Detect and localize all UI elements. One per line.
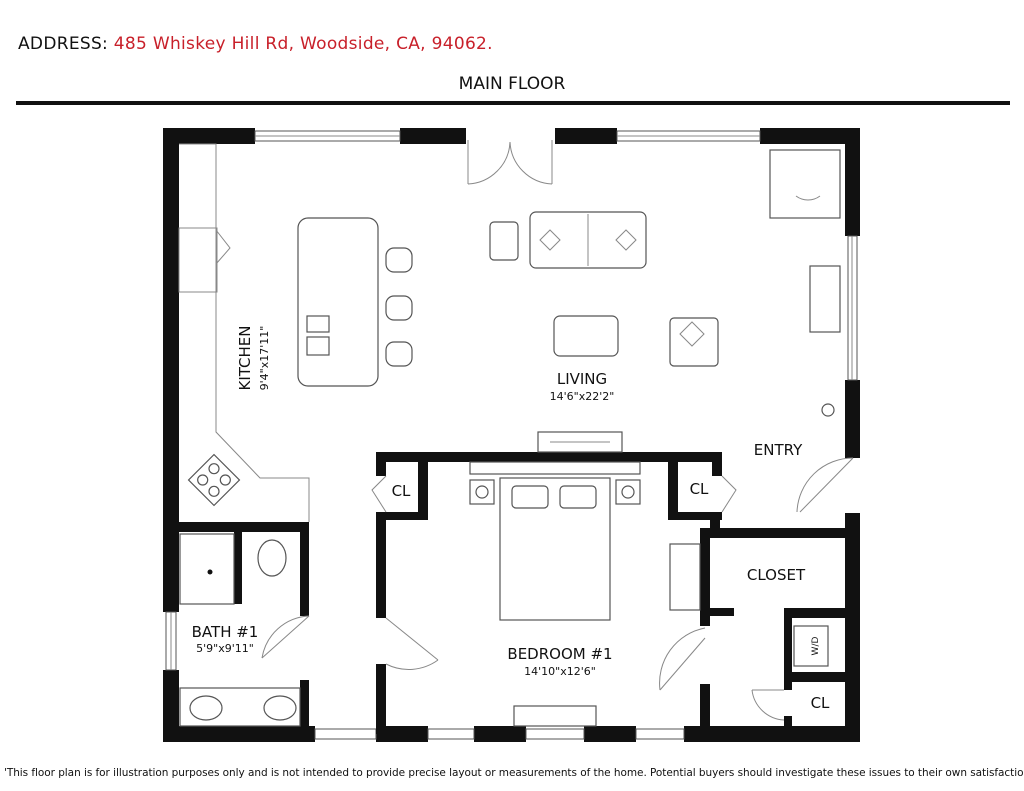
- island-sink-1: [306, 315, 330, 333]
- armchair: [669, 317, 719, 367]
- entry-name: ENTRY: [754, 441, 803, 459]
- living-dims: 14'6"x22'2": [550, 390, 615, 403]
- washer-dryer: W/D: [793, 625, 829, 667]
- address-line: ADDRESS: 485 Whiskey Hill Rd, Woodside, …: [18, 34, 493, 54]
- disclaimer: 'This floor plan is for illustration pur…: [4, 767, 1024, 779]
- address-value: 485 Whiskey Hill Rd, Woodside, CA, 94062…: [113, 34, 493, 54]
- bedroom-tv: [513, 705, 597, 727]
- coffee-table: [553, 315, 619, 357]
- bath-name: BATH #1: [192, 623, 259, 641]
- living-name: LIVING: [557, 370, 607, 388]
- entry-cabinet: [769, 149, 841, 219]
- toilet: [257, 539, 287, 577]
- cooktop: [187, 453, 241, 507]
- bar-stools: [385, 247, 413, 367]
- kitchen-dims: 9'4"x17'11": [258, 326, 271, 391]
- bedroom-name: BEDROOM #1: [507, 645, 612, 663]
- bedroom-fixtures: [469, 461, 701, 727]
- headboard: [469, 461, 641, 475]
- address-label: ADDRESS:: [18, 34, 109, 54]
- windows: [165, 130, 858, 740]
- bath-fixtures: [179, 533, 301, 727]
- kitchen-island: [297, 217, 379, 387]
- nightstand-left: [469, 479, 495, 505]
- sink-right: [263, 695, 297, 721]
- bedroom-dims: 14'10"x12'6": [524, 665, 596, 678]
- exterior-walls: [163, 128, 860, 742]
- header-rule: [16, 101, 1010, 105]
- entry-bench: [809, 265, 841, 333]
- closet-name: CLOSET: [747, 566, 806, 584]
- bath-dims: 5'9"x9'11": [196, 642, 254, 655]
- island-sink-2: [306, 336, 330, 356]
- interior-walls: [163, 452, 860, 734]
- living-fixtures: [489, 149, 841, 453]
- sink-left: [189, 695, 223, 721]
- plant: [821, 403, 835, 417]
- shower: [179, 533, 235, 605]
- washer-dryer-label: W/D: [811, 637, 821, 656]
- closet-right-name: CL: [690, 480, 709, 498]
- kitchen-name: KITCHEN: [236, 326, 254, 391]
- interior-doors: [215, 229, 854, 721]
- french-doors: [467, 140, 553, 185]
- side-table: [489, 221, 519, 261]
- closet-left-name: CL: [392, 482, 411, 500]
- dresser: [669, 543, 701, 611]
- closet-small-name: CL: [811, 694, 830, 712]
- floor-title: MAIN FLOOR: [458, 74, 566, 94]
- kitchen-fixtures: [178, 143, 413, 522]
- room-labels: KITCHEN 9'4"x17'11" LIVING 14'6"x22'2" E…: [192, 326, 830, 713]
